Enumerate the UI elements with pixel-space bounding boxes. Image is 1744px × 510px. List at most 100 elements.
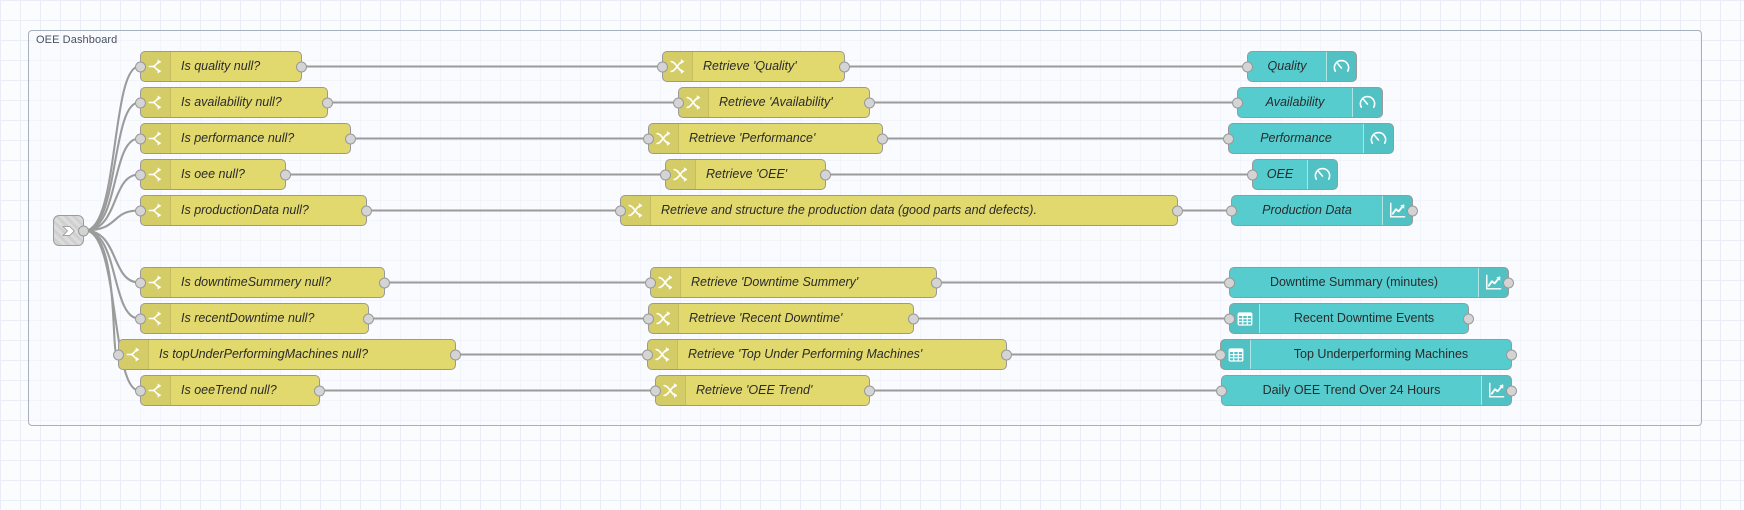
output-port[interactable] xyxy=(820,169,831,180)
switch-fork-icon xyxy=(141,376,171,405)
output-port[interactable] xyxy=(1506,385,1517,396)
input-port[interactable] xyxy=(657,61,668,72)
node-ch-oeetrend[interactable]: Retrieve 'OEE Trend' xyxy=(650,375,875,406)
node-label: Retrieve 'Recent Downtime' xyxy=(689,311,843,326)
node-ch-recentdown[interactable]: Retrieve 'Recent Downtime' xyxy=(643,303,919,334)
node-db-oeetrend[interactable]: Daily OEE Trend Over 24 Hours xyxy=(1216,375,1517,406)
output-port[interactable] xyxy=(379,277,390,288)
node-sw-oeetrend[interactable]: Is oeeTrend null? xyxy=(135,375,325,406)
node-label: Quality xyxy=(1267,59,1307,74)
output-port[interactable] xyxy=(1506,349,1517,360)
input-port[interactable] xyxy=(1242,61,1253,72)
node-sw-downtimesum[interactable]: Is downtimeSummery null? xyxy=(135,267,390,298)
node-label: Recent Downtime Events xyxy=(1293,311,1435,326)
node-sw-oee[interactable]: Is oee null? xyxy=(135,159,291,190)
input-port[interactable] xyxy=(660,169,671,180)
input-port[interactable] xyxy=(1247,169,1258,180)
node-link-in-source[interactable] xyxy=(53,215,89,246)
input-port[interactable] xyxy=(135,385,146,396)
input-port[interactable] xyxy=(642,349,653,360)
input-port[interactable] xyxy=(135,61,146,72)
input-port[interactable] xyxy=(1223,133,1234,144)
node-db-recentdown[interactable]: Recent Downtime Events xyxy=(1224,303,1474,334)
input-port[interactable] xyxy=(1232,97,1243,108)
node-sw-performance[interactable]: Is performance null? xyxy=(135,123,356,154)
node-label: Retrieve 'Top Under Performing Machines' xyxy=(688,347,923,362)
switch-fork-icon xyxy=(141,268,171,297)
input-port[interactable] xyxy=(1224,277,1235,288)
node-label: Is quality null? xyxy=(181,59,261,74)
node-ch-oee[interactable]: Retrieve 'OEE' xyxy=(660,159,831,190)
node-db-production[interactable]: Production Data xyxy=(1226,195,1418,226)
output-port[interactable] xyxy=(864,97,875,108)
output-port[interactable] xyxy=(864,385,875,396)
node-label: Is recentDowntime null? xyxy=(181,311,315,326)
node-db-downtimesum[interactable]: Downtime Summary (minutes) xyxy=(1224,267,1514,298)
output-port[interactable] xyxy=(1407,205,1418,216)
input-port[interactable] xyxy=(135,133,146,144)
output-port[interactable] xyxy=(1463,313,1474,324)
output-port[interactable] xyxy=(450,349,461,360)
switch-fork-icon xyxy=(141,304,171,333)
node-sw-topunder[interactable]: Is topUnderPerformingMachines null? xyxy=(113,339,461,370)
output-port[interactable] xyxy=(931,277,942,288)
input-port[interactable] xyxy=(135,169,146,180)
output-port[interactable] xyxy=(877,133,888,144)
input-port[interactable] xyxy=(135,97,146,108)
input-port[interactable] xyxy=(1224,313,1235,324)
input-port[interactable] xyxy=(643,313,654,324)
input-port[interactable] xyxy=(615,205,626,216)
node-ch-topunder[interactable]: Retrieve 'Top Under Performing Machines' xyxy=(642,339,1012,370)
output-port[interactable] xyxy=(363,313,374,324)
node-db-performance[interactable]: Performance xyxy=(1223,123,1394,154)
node-ch-production[interactable]: Retrieve and structure the production da… xyxy=(615,195,1183,226)
output-port[interactable] xyxy=(322,97,333,108)
node-ch-availability[interactable]: Retrieve 'Availability' xyxy=(673,87,875,118)
input-port[interactable] xyxy=(645,277,656,288)
input-port[interactable] xyxy=(673,97,684,108)
chart-line-icon xyxy=(1382,196,1412,225)
node-label: Retrieve 'OEE Trend' xyxy=(696,383,813,398)
node-label: Is oee null? xyxy=(181,167,245,182)
input-port[interactable] xyxy=(113,349,124,360)
node-sw-recentdown[interactable]: Is recentDowntime null? xyxy=(135,303,374,334)
input-port[interactable] xyxy=(643,133,654,144)
node-db-oee[interactable]: OEE xyxy=(1247,159,1338,190)
node-sw-quality[interactable]: Is quality null? xyxy=(135,51,307,82)
input-port[interactable] xyxy=(1226,205,1237,216)
output-port[interactable] xyxy=(1001,349,1012,360)
output-port[interactable] xyxy=(280,169,291,180)
node-label: Is downtimeSummery null? xyxy=(181,275,332,290)
gauge-icon xyxy=(1307,160,1337,189)
output-port[interactable] xyxy=(839,61,850,72)
output-port[interactable] xyxy=(1503,277,1514,288)
input-port[interactable] xyxy=(650,385,661,396)
node-sw-availability[interactable]: Is availability null? xyxy=(135,87,333,118)
node-label: Top Underperforming Machines xyxy=(1293,347,1469,362)
output-port[interactable] xyxy=(361,205,372,216)
output-port[interactable] xyxy=(314,385,325,396)
input-port[interactable] xyxy=(135,205,146,216)
output-port[interactable] xyxy=(296,61,307,72)
node-ch-quality[interactable]: Retrieve 'Quality' xyxy=(657,51,850,82)
node-ch-downtimesum[interactable]: Retrieve 'Downtime Summery' xyxy=(645,267,942,298)
chart-line-icon xyxy=(1481,376,1511,405)
node-sw-production[interactable]: Is productionData null? xyxy=(135,195,372,226)
change-shuffle-icon xyxy=(648,340,678,369)
output-port[interactable] xyxy=(908,313,919,324)
switch-fork-icon xyxy=(141,52,171,81)
node-db-quality[interactable]: Quality xyxy=(1242,51,1357,82)
output-port[interactable] xyxy=(78,225,89,236)
output-port[interactable] xyxy=(1172,205,1183,216)
node-db-topunder[interactable]: Top Underperforming Machines xyxy=(1215,339,1517,370)
input-port[interactable] xyxy=(1215,349,1226,360)
input-port[interactable] xyxy=(1216,385,1227,396)
input-port[interactable] xyxy=(135,277,146,288)
node-db-availability[interactable]: Availability xyxy=(1232,87,1383,118)
input-port[interactable] xyxy=(135,313,146,324)
flow-group-label: OEE Dashboard xyxy=(36,34,118,46)
change-shuffle-icon xyxy=(656,376,686,405)
node-ch-performance[interactable]: Retrieve 'Performance' xyxy=(643,123,888,154)
output-port[interactable] xyxy=(345,133,356,144)
